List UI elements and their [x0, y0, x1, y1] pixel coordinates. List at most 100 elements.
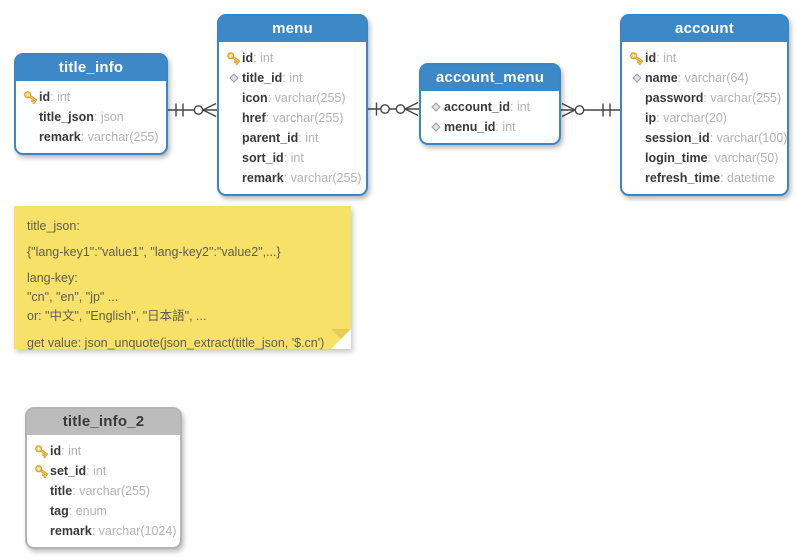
key-icon: [22, 89, 39, 105]
field-type: varchar(255): [703, 91, 781, 105]
diamond-icon: [225, 70, 242, 86]
field-name: remark: [50, 524, 92, 538]
field-row[interactable]: hrefvarchar(255): [225, 108, 360, 128]
field-name: ip: [645, 111, 657, 125]
field-type: int: [656, 51, 676, 65]
field-row[interactable]: idint: [33, 441, 174, 461]
key-icon: [628, 50, 645, 66]
icon-spacer: [22, 109, 39, 125]
field-row[interactable]: remarkvarchar(255): [225, 168, 362, 188]
field-type: int: [61, 444, 81, 458]
note-line: lang-key:: [27, 271, 78, 285]
field-row[interactable]: session_idvarchar(100): [628, 128, 787, 148]
field-name: login_time: [645, 151, 708, 165]
note-line: title_json:: [27, 219, 80, 233]
field-type: varchar(100): [710, 131, 788, 145]
note-line: or: "中文", "English", "日本語", ...: [27, 309, 207, 323]
field-row[interactable]: refresh_timedatetime: [628, 168, 781, 188]
table-account[interactable]: account idint namevarchar(64) passwordva…: [620, 14, 789, 196]
table-account-menu[interactable]: account_menu account_idint menu_idint: [419, 63, 561, 145]
field-name: remark: [242, 171, 284, 185]
icon-spacer: [22, 129, 39, 145]
field-type: varchar(50): [708, 151, 778, 165]
field-type: json: [94, 110, 124, 124]
field-row[interactable]: remarkvarchar(1024): [33, 521, 176, 541]
field-row[interactable]: tagenum: [33, 501, 174, 521]
field-name: password: [645, 91, 704, 105]
icon-spacer: [225, 130, 242, 146]
icon-spacer: [33, 503, 50, 519]
diamond-icon: [427, 119, 444, 135]
field-name: refresh_time: [645, 171, 721, 185]
field-row[interactable]: sort_idint: [225, 148, 360, 168]
icon-spacer: [225, 110, 242, 126]
field-name: tag: [50, 504, 69, 518]
field-row[interactable]: login_timevarchar(50): [628, 148, 781, 168]
table-title-info-2-header[interactable]: title_info_2: [27, 409, 180, 437]
icon-spacer: [628, 90, 645, 106]
field-name: parent_id: [242, 131, 299, 145]
icon-spacer: [33, 523, 50, 539]
field-name: id: [50, 444, 62, 458]
table-title-info-header[interactable]: title_info: [16, 55, 166, 83]
field-row[interactable]: titlevarchar(255): [33, 481, 174, 501]
table-account-menu-header[interactable]: account_menu: [421, 65, 559, 93]
relationship-account-menu-account[interactable]: [561, 102, 620, 118]
field-name: id: [39, 90, 51, 104]
note-line: get value: json_unquote(json_extract(tit…: [27, 336, 325, 350]
field-type: varchar(20): [656, 111, 727, 125]
field-row[interactable]: menu_idint: [427, 117, 553, 137]
relationship-menu-account-menu[interactable]: [368, 101, 419, 117]
field-row[interactable]: iconvarchar(255): [225, 88, 360, 108]
field-type: datetime: [720, 171, 775, 185]
field-row[interactable]: remarkvarchar(255): [22, 127, 160, 147]
field-name: name: [645, 71, 678, 85]
table-menu-header[interactable]: menu: [219, 16, 366, 44]
field-row[interactable]: idint: [628, 48, 781, 68]
field-row[interactable]: idint: [22, 87, 160, 107]
field-name: set_id: [50, 464, 87, 478]
field-name: id: [645, 51, 657, 65]
field-row[interactable]: title_idint: [225, 68, 360, 88]
field-name: href: [242, 111, 266, 125]
field-type: int: [284, 151, 304, 165]
key-icon: [33, 463, 50, 479]
icon-spacer: [225, 170, 242, 186]
key-icon: [33, 443, 50, 459]
field-row[interactable]: set_idint: [33, 461, 174, 481]
field-row[interactable]: idint: [225, 48, 360, 68]
table-title-info[interactable]: title_info idint title_jsonjson remarkva…: [14, 53, 168, 155]
diamond-icon: [427, 99, 444, 115]
field-type: varchar(255): [266, 111, 344, 125]
table-account-header[interactable]: account: [622, 16, 787, 44]
field-row[interactable]: ipvarchar(20): [628, 108, 781, 128]
note-line: {"lang-key1":"value1", "lang-key2":"valu…: [27, 245, 281, 259]
icon-spacer: [225, 150, 242, 166]
field-name: title_id: [242, 71, 283, 85]
note-line: "cn", "en", "jp" ...: [27, 290, 119, 304]
field-name: remark: [39, 130, 81, 144]
field-row[interactable]: namevarchar(64): [628, 68, 781, 88]
icon-spacer: [628, 150, 645, 166]
field-name: title: [50, 484, 73, 498]
field-type: varchar(255): [72, 484, 150, 498]
sticky-note[interactable]: title_json: {"lang-key1":"value1", "lang…: [14, 206, 351, 350]
table-title-info-2[interactable]: title_info_2 idint set_idint titlevarcha…: [25, 407, 182, 549]
field-type: int: [510, 100, 530, 114]
field-row[interactable]: title_jsonjson: [22, 107, 160, 127]
field-type: int: [298, 131, 318, 145]
field-type: enum: [69, 504, 107, 518]
field-row[interactable]: account_idint: [427, 97, 553, 117]
field-type: int: [253, 51, 273, 65]
relationship-title-info-menu[interactable]: [166, 102, 217, 118]
diamond-icon: [628, 70, 645, 86]
field-type: varchar(255): [81, 130, 159, 144]
field-row[interactable]: passwordvarchar(255): [628, 88, 781, 108]
table-menu[interactable]: menu idint title_idint iconvarchar(255) …: [217, 14, 368, 196]
field-name: sort_id: [242, 151, 284, 165]
field-name: id: [242, 51, 254, 65]
field-type: int: [282, 71, 302, 85]
field-name: account_id: [444, 100, 510, 114]
field-row[interactable]: parent_idint: [225, 128, 360, 148]
